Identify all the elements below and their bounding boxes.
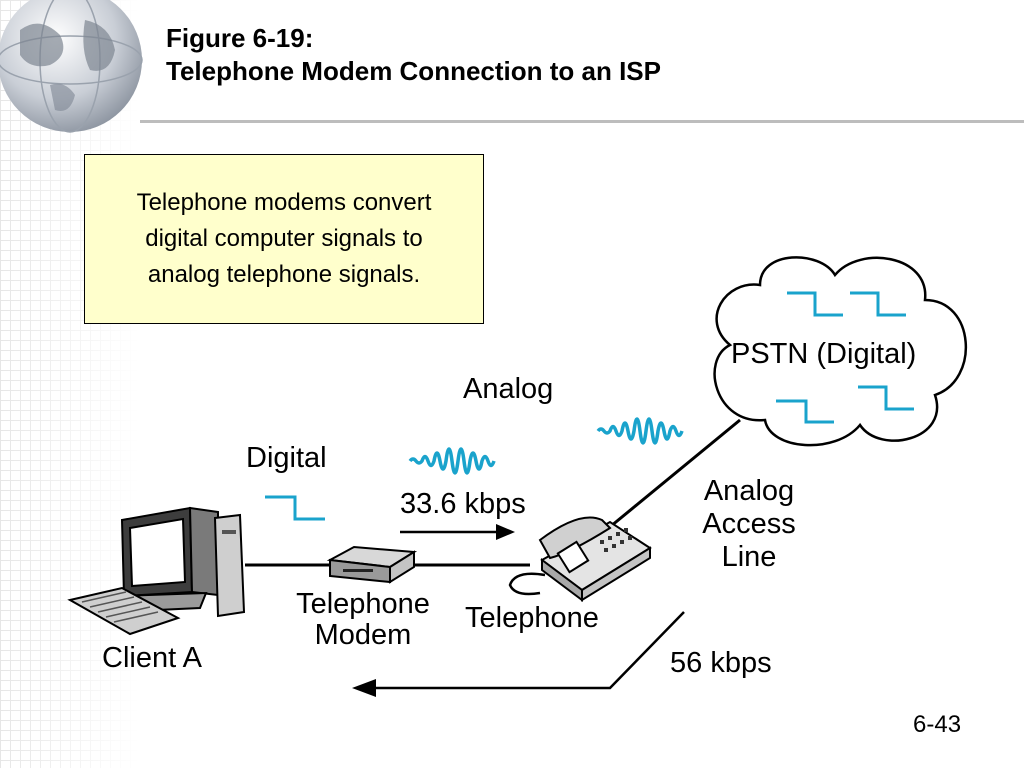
analog-access-line [593, 418, 741, 542]
telephone-modem-icon [326, 545, 418, 584]
telephone-icon [508, 516, 652, 602]
analog-label: Analog [463, 373, 554, 405]
figure-caption: Telephone Modem Connection to an ISP [166, 56, 661, 86]
computer-icon [67, 506, 246, 636]
digital-pulse-icon [265, 495, 325, 521]
downstream-arrowhead [352, 679, 376, 697]
pstn-cloud [713, 256, 967, 447]
downstream-arrow [375, 611, 685, 690]
globe-logo [0, 0, 143, 133]
note-text: Telephone modems convert digital compute… [136, 189, 432, 288]
title-divider [140, 120, 1024, 123]
upstream-arrowhead [496, 524, 515, 540]
digital-label: Digital [246, 442, 327, 474]
digital-pulse-icon [850, 291, 906, 317]
digital-pulse-icon [858, 385, 914, 411]
digital-pulse-icon [776, 399, 834, 424]
page-number: 6-43 [913, 711, 962, 738]
modem-label: Telephone Modem [296, 588, 430, 651]
digital-pulse-icon [787, 291, 843, 317]
analog-wave-icon [408, 447, 496, 475]
client-label: Client A [102, 642, 202, 674]
pstn-label: PSTN (Digital) [731, 338, 917, 370]
slide-title: Figure 6-19: Telephone Modem Connection … [166, 22, 661, 88]
downstream-speed-label: 56 kbps [670, 647, 772, 679]
analog-wave-icon [596, 417, 684, 445]
access-line-label: Analog Access Line [702, 475, 796, 573]
note-callout: Telephone modems convert digital compute… [84, 154, 484, 324]
telephone-label: Telephone [465, 602, 599, 634]
upstream-speed-label: 33.6 kbps [400, 488, 526, 520]
figure-number: Figure 6-19: [166, 23, 314, 53]
